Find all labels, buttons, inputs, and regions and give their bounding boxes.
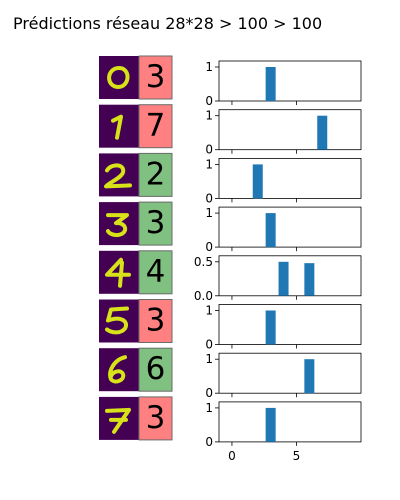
y-tick-label: 0	[205, 435, 213, 449]
handwritten-digit-2	[104, 163, 132, 189]
digit-image-background	[99, 56, 139, 99]
x-tick-label: 0	[228, 449, 236, 463]
y-tick-label: 1	[205, 109, 213, 123]
digit-image	[99, 396, 139, 440]
digit-image	[99, 299, 139, 343]
axes-frame	[218, 157, 362, 199]
prediction-box-correct	[138, 347, 173, 392]
prediction-box-wrong	[138, 396, 173, 441]
handwritten-digit-7	[105, 407, 131, 434]
prediction-box-correct	[138, 152, 173, 197]
y-tick-label: 1	[205, 401, 213, 415]
axes-frame	[218, 206, 362, 248]
digit-image	[99, 250, 139, 294]
y-tick-label: 0	[205, 191, 213, 205]
y-tick-label: 0	[205, 143, 213, 157]
axes-frame	[218, 109, 362, 151]
y-tick-label: 1	[205, 60, 213, 74]
y-tick-label: 0	[205, 240, 213, 254]
prediction-box-wrong	[138, 299, 173, 343]
axes-frame	[218, 352, 362, 394]
probability-bar-class-3	[265, 310, 276, 345]
handwritten-digit-4	[105, 257, 131, 288]
y-tick-label: 0	[205, 94, 213, 108]
prediction-label: 3	[146, 400, 166, 436]
probability-bar-class-3	[265, 407, 276, 442]
prediction-label: 4	[146, 254, 166, 290]
prediction-label: 3	[146, 205, 166, 241]
y-tick-label: 1	[205, 352, 213, 366]
prediction-label: 2	[146, 156, 166, 192]
digit-image	[99, 348, 139, 392]
digit-image-background	[99, 299, 139, 343]
handwritten-digit-0	[107, 66, 130, 89]
prediction-label: 7	[146, 108, 166, 144]
axes-frame	[218, 401, 362, 443]
y-tick-label: 0.5	[194, 255, 213, 269]
y-tick-label: 1	[205, 304, 213, 318]
prediction-box-wrong	[138, 104, 173, 149]
chart-title: Prédictions réseau 28*28 > 100 > 100	[13, 14, 323, 33]
probability-bar-class-6	[304, 263, 315, 296]
digit-image	[99, 56, 139, 99]
prediction-box-correct	[138, 201, 173, 246]
x-tick-label: 5	[293, 449, 301, 463]
prediction-label: 3	[146, 59, 166, 95]
y-tick-label: 1	[205, 206, 213, 220]
probability-bar-class-4	[278, 261, 289, 296]
probability-bar-class-6	[304, 359, 315, 394]
axes-frame	[218, 255, 362, 297]
probability-bar-class-7	[317, 115, 328, 150]
y-tick-label: 1	[205, 157, 213, 171]
handwritten-digit-1	[111, 114, 123, 140]
prediction-box-correct	[138, 250, 173, 295]
handwritten-digit-5	[105, 306, 129, 335]
axes-frame	[218, 304, 362, 345]
axes-frame	[218, 60, 362, 102]
prediction-box-wrong	[138, 55, 173, 100]
prediction-label: 3	[146, 303, 166, 339]
y-tick-label: 0.0	[194, 289, 213, 303]
y-tick-label: 0	[205, 338, 213, 352]
handwritten-digit-6	[108, 355, 127, 384]
prediction-label: 6	[146, 351, 166, 387]
digit-image	[99, 104, 139, 148]
probability-bar-class-2	[252, 164, 263, 199]
handwritten-digit-3	[106, 213, 129, 238]
digit-image	[99, 153, 139, 197]
y-tick-label: 0	[205, 386, 213, 400]
probability-bar-class-3	[265, 67, 276, 101]
probability-bar-class-3	[265, 213, 276, 248]
digit-image	[99, 202, 139, 246]
